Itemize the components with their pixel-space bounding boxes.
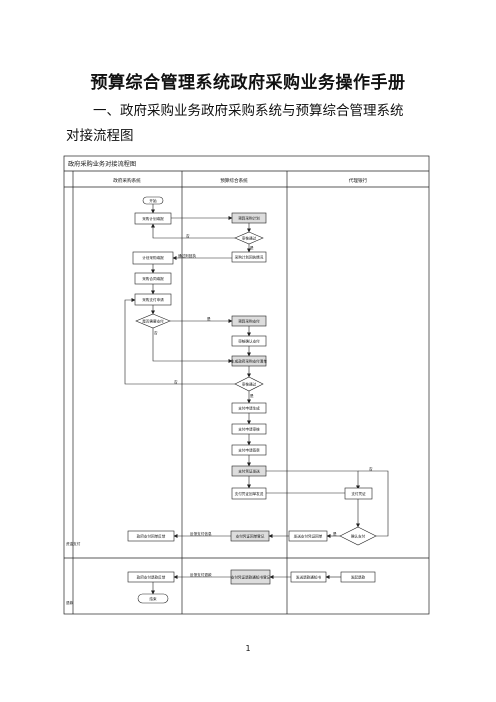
label-voucher-gen: 支付申请生成 — [238, 406, 260, 411]
node-bank-refund — [340, 571, 376, 583]
label-pay-receive: 预算采购支付 — [238, 319, 260, 324]
edge-label-no2: 否 — [154, 331, 158, 335]
label-voucher-audit: 支付申请审核 — [238, 427, 260, 432]
flowchart-frame — [63, 155, 430, 615]
node-pay-confirm — [231, 335, 267, 347]
edge-label-yes2: 是 — [207, 316, 211, 321]
edge-label-pay-back: 反馈支付信息 — [190, 531, 212, 536]
label-payment-apply: 采购支付申请 — [142, 297, 164, 302]
label-plan-apply: 采购计划填报 — [142, 216, 164, 221]
label-bank-refund: 发起退款 — [351, 575, 366, 580]
document-subtitle-line2: 对接流程图 — [66, 128, 134, 144]
node-contract-fill — [134, 272, 172, 285]
end-node — [137, 593, 169, 604]
label-budget-pay-reg: 支付凭证回单登记 — [236, 534, 265, 539]
edge-label-pass: 通过则回执 — [178, 253, 196, 258]
node-voucher-sign — [231, 444, 267, 456]
label-plan-back: 采购计划回执情况 — [235, 255, 264, 260]
page-number: 1 — [245, 644, 251, 653]
node-bank-refund-send — [290, 571, 327, 583]
node-gp-refund-return — [127, 571, 175, 583]
node-bank-reg — [288, 530, 328, 542]
label-plan-audit: 审核通过 — [242, 236, 257, 241]
node-plan-apply — [134, 212, 172, 225]
edge-label-yes3: 是 — [250, 393, 254, 398]
label-gp-refund-return: 政府支付退款反馈 — [137, 575, 166, 580]
label-voucher-send: 支付凭证发送 — [238, 469, 260, 474]
node-voucher-send — [231, 465, 267, 477]
node-budget-refund — [230, 569, 271, 585]
decision-need-pay — [135, 313, 171, 329]
label-voucher-back: 支付凭证回单发送 — [235, 491, 264, 496]
label-budget-refund: 支付凭证退款通知书登记 — [231, 575, 271, 580]
node-gp-pay-return — [127, 530, 175, 542]
document-title: 预算综合管理系统政府采购业务操作手册 — [90, 73, 406, 93]
node-plan-receive — [231, 212, 267, 224]
node-plan-fill — [132, 251, 174, 265]
node-plan-back — [231, 251, 267, 263]
label-bank-pay: 支付凭证 — [351, 491, 366, 496]
label-start: 开始 — [149, 198, 157, 203]
side-label-payment: 资金支付 — [66, 541, 81, 546]
node-voucher-back — [231, 487, 267, 500]
column-header-budget: 预算综合系统 — [220, 177, 248, 184]
edge-label-no3: 否 — [174, 380, 178, 384]
node-pay-list — [231, 355, 267, 367]
node-voucher-gen — [231, 402, 267, 414]
edge-label-refund-back: 反馈支付退款 — [190, 572, 212, 577]
column-header-gp: 政府采购系统 — [113, 177, 141, 184]
label-bank-refund-send: 发送退款通知书 — [296, 575, 322, 580]
label-pay-list: 生成政府采购支付清单 — [231, 359, 267, 364]
table-title: 政府采购业务对接流程图 — [68, 160, 136, 168]
label-pay-confirm: 审核确认支付 — [238, 339, 260, 344]
node-pay-receive — [231, 315, 267, 327]
label-bank-reg: 发送支付凭证回单 — [294, 534, 323, 539]
decision-audit2 — [234, 376, 264, 392]
label-end: 结束 — [149, 596, 157, 601]
edge-label-no4: 否 — [369, 467, 373, 471]
label-gp-pay-return: 政府支付回单反馈 — [137, 534, 166, 539]
edge-label-yes1: 是 — [250, 245, 254, 250]
column-header-bank: 代理银行 — [349, 177, 368, 184]
label-contract-fill: 采购合同填报 — [142, 276, 164, 281]
label-confirm-pay: 确认支付 — [351, 534, 366, 539]
side-label-refund: 退款 — [66, 600, 74, 605]
node-payment-apply — [134, 293, 172, 306]
label-plan-fill: 计划采购填报 — [142, 255, 164, 260]
node-bank-pay — [344, 487, 373, 500]
flow-connectors — [124, 204, 389, 595]
decision-confirm-pay — [339, 526, 377, 546]
decision-plan-audit — [234, 231, 264, 245]
edge-label-yes4: 是 — [333, 531, 337, 536]
start-node — [142, 196, 164, 205]
node-voucher-audit — [231, 423, 267, 435]
label-need-pay: 是否需要支付 — [142, 319, 164, 324]
label-voucher-sign: 支付申请签章 — [238, 448, 260, 453]
node-budget-pay-reg — [230, 530, 270, 542]
label-audit2: 审核通过 — [242, 382, 257, 387]
label-plan-receive: 预算采购计划 — [238, 216, 260, 221]
document-subtitle-line1: 一、政府采购业务政府采购系统与预算综合管理系统 — [93, 103, 404, 119]
edge-label-no1: 否 — [186, 234, 190, 238]
